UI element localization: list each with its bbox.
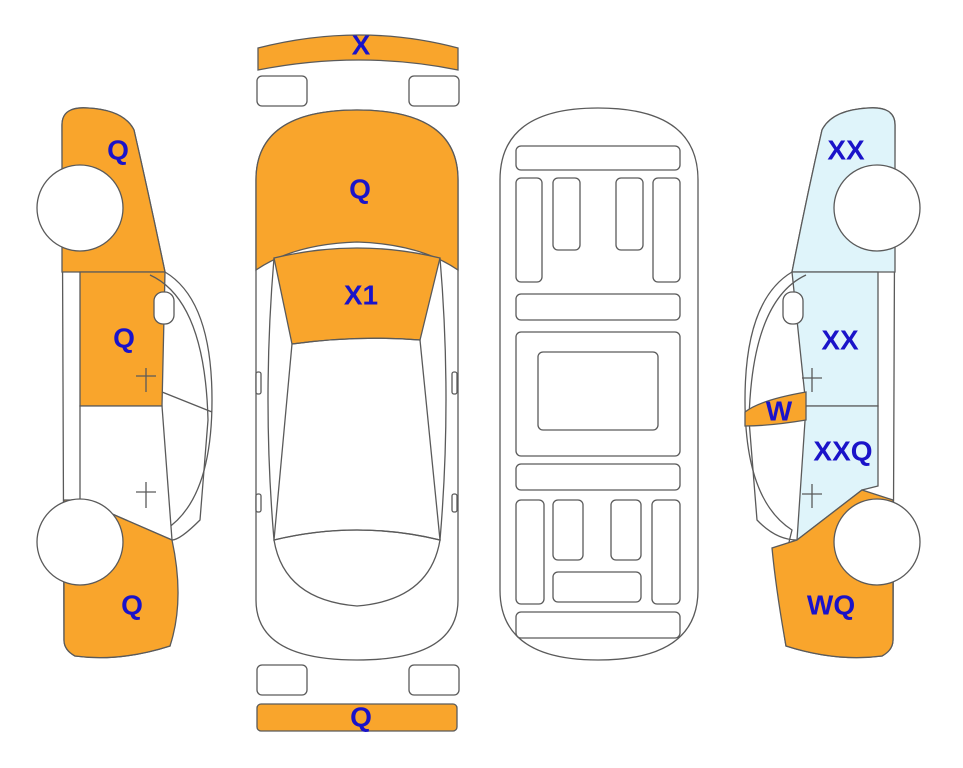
floor-panel-11: [552, 499, 584, 561]
top-view: [255, 34, 460, 732]
floor-panel-10: [515, 499, 545, 605]
label-right-mirror: W: [766, 396, 793, 427]
left-handle-top: [255, 493, 262, 513]
label-rear-bumper: Q: [350, 702, 372, 733]
floor-panel-5: [652, 177, 681, 283]
hood-zone[interactable]: [255, 109, 459, 272]
rear-left-light: [256, 664, 308, 696]
label-windshield: X1: [344, 280, 378, 311]
label-right-rear-quarter: WQ: [807, 590, 855, 621]
label-hood: Q: [349, 174, 371, 205]
right-rear-door-zone[interactable]: [796, 405, 879, 542]
rear-window: [273, 529, 441, 607]
floor-panel-2: [515, 177, 543, 283]
right-handle-top: [451, 493, 458, 513]
right-front-handle: [802, 368, 822, 392]
right-mirror-top: [451, 371, 458, 395]
right-side-contour: [439, 257, 447, 541]
label-left-front-door: Q: [113, 323, 135, 354]
right-window-outline: [748, 274, 807, 541]
floor-panel-6: [515, 293, 681, 321]
damage-labels: X Q X1 Q Q Q Q XX XX W XXQ WQ: [107, 30, 872, 733]
left-rear-handle: [136, 482, 156, 508]
label-right-front-door: XX: [821, 325, 859, 356]
floor-panel-3: [552, 177, 581, 251]
floor-panel-14: [552, 571, 642, 603]
right-mirror-zone[interactable]: [744, 391, 807, 427]
left-side-view: [36, 107, 213, 659]
floor-panel-8: [537, 351, 659, 431]
label-front-bumper: X: [352, 30, 371, 61]
left-mirror: [153, 291, 175, 325]
floor-panel-1: [515, 145, 681, 171]
right-mirror-housing: [782, 291, 804, 325]
left-rear-wheel: [36, 498, 124, 586]
label-right-front-fender: XX: [827, 135, 865, 166]
left-side-contour: [267, 257, 275, 541]
label-left-front-fender: Q: [107, 135, 129, 166]
right-side-view: [744, 107, 921, 659]
rear-bumper-zone[interactable]: [256, 703, 458, 732]
floor-panel-15: [515, 611, 681, 639]
left-front-handle: [136, 368, 156, 392]
left-mirror-top: [255, 371, 262, 395]
floor-panel-12: [610, 499, 642, 561]
front-left-light: [256, 75, 308, 107]
front-right-light: [408, 75, 460, 107]
label-right-rear-door: XXQ: [813, 436, 872, 467]
right-front-wheel: [833, 164, 921, 252]
rear-right-light: [408, 664, 460, 696]
left-b-pillar: [161, 391, 213, 413]
front-bumper-zone[interactable]: [257, 34, 459, 71]
floor-panel-9: [515, 463, 681, 491]
floor-panel-4: [615, 177, 644, 251]
right-rear-wheel: [833, 498, 921, 586]
floor-view: [499, 107, 699, 661]
left-front-wheel: [36, 164, 124, 252]
right-rear-handle: [802, 484, 822, 508]
label-left-rear-quarter: Q: [121, 590, 143, 621]
floor-panel-13: [651, 499, 681, 605]
left-window-outline: [149, 274, 209, 541]
